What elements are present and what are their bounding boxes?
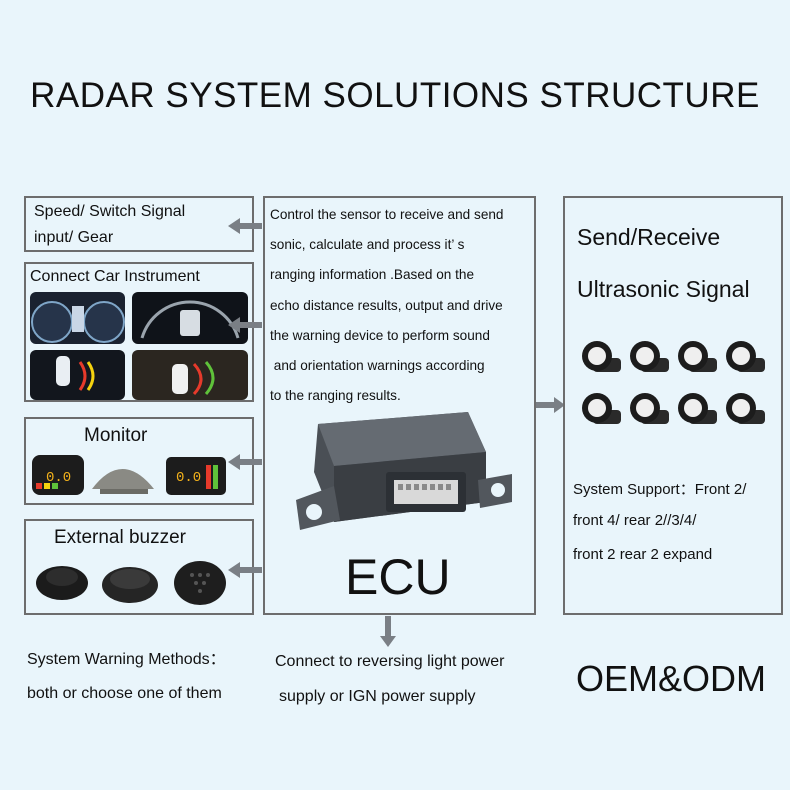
warning-methods-line2: both or choose one of them <box>27 685 222 702</box>
arrow-to-sensors <box>536 397 565 413</box>
car-instrument-images <box>30 292 248 400</box>
power-supply-line1: Connect to reversing light power <box>275 653 505 670</box>
dashboard-image-4 <box>132 350 248 400</box>
monitor-digits-1: 0.0 <box>46 470 71 486</box>
ecu-line-2: sonic, calculate and process it’ s <box>270 237 465 253</box>
ecu-line-5: the warning device to perform sound <box>270 327 490 343</box>
speed-signal-box: Speed/ Switch Signal input/ Gear <box>24 196 254 252</box>
ecu-box <box>263 196 536 615</box>
car-instrument-box: Connect Car Instrument <box>24 262 254 402</box>
ecu-line-6: and orientation warnings according <box>270 358 485 374</box>
speed-signal-line1: Speed/ Switch Signal <box>34 203 186 220</box>
system-support-line1: System Support：Front 2/ <box>573 481 747 498</box>
warning-methods-line1: System Warning Methods： <box>27 651 226 668</box>
ecu-module-image <box>296 412 512 530</box>
monitor-digits-3: 0.0 <box>176 470 201 486</box>
buzzer-box: External buzzer <box>24 519 254 615</box>
buzzer-images <box>36 561 226 605</box>
dashboard-image-3 <box>30 350 125 400</box>
arrow-to-instrument <box>228 317 262 333</box>
speed-signal-line2: input/ Gear <box>34 229 114 246</box>
ultrasonic-box: Send/Receive Ultrasonic Signal System Su… <box>563 196 783 615</box>
page-title: RADAR SYSTEM SOLUTIONS STRUCTURE <box>30 76 760 115</box>
car-instrument-label: Connect Car Instrument <box>30 268 200 285</box>
ecu-line-3: ranging information .Based on the <box>270 267 475 283</box>
system-support-line2: front 4/ rear 2//3/4/ <box>573 512 697 529</box>
ecu-line-1: Control the sensor to receive and send <box>270 207 504 222</box>
ultrasonic-heading-line1: Send/Receive <box>577 224 721 250</box>
monitor-box: Monitor 0.0 0.0 <box>24 417 254 505</box>
ecu-line-4: echo distance results, output and drive <box>270 297 503 313</box>
sensor-row-1 <box>582 341 765 372</box>
sensor-row-2 <box>582 393 765 424</box>
buzzer-image-3 <box>174 561 226 605</box>
arrow-to-buzzer <box>228 562 262 578</box>
ecu-description: Control the sensor to receive and send s… <box>270 200 538 411</box>
monitor-display-2 <box>92 469 154 489</box>
arrow-down-power <box>380 616 396 647</box>
arrow-to-speed <box>228 218 262 234</box>
arrow-to-monitor <box>228 454 262 470</box>
oem-odm-label: OEM&ODM <box>576 658 767 699</box>
buzzer-label: External buzzer <box>54 527 187 548</box>
system-support-line3: front 2 rear 2 expand <box>573 546 713 563</box>
monitor-images: 0.0 0.0 <box>32 455 226 495</box>
ecu-line-7: to the ranging results. <box>270 388 401 404</box>
ecu-label: ECU <box>345 549 451 605</box>
monitor-label: Monitor <box>84 425 148 446</box>
power-supply-line2: supply or IGN power supply <box>279 688 476 705</box>
sensor-images <box>582 341 765 424</box>
ultrasonic-heading-line2: Ultrasonic Signal <box>577 276 750 302</box>
